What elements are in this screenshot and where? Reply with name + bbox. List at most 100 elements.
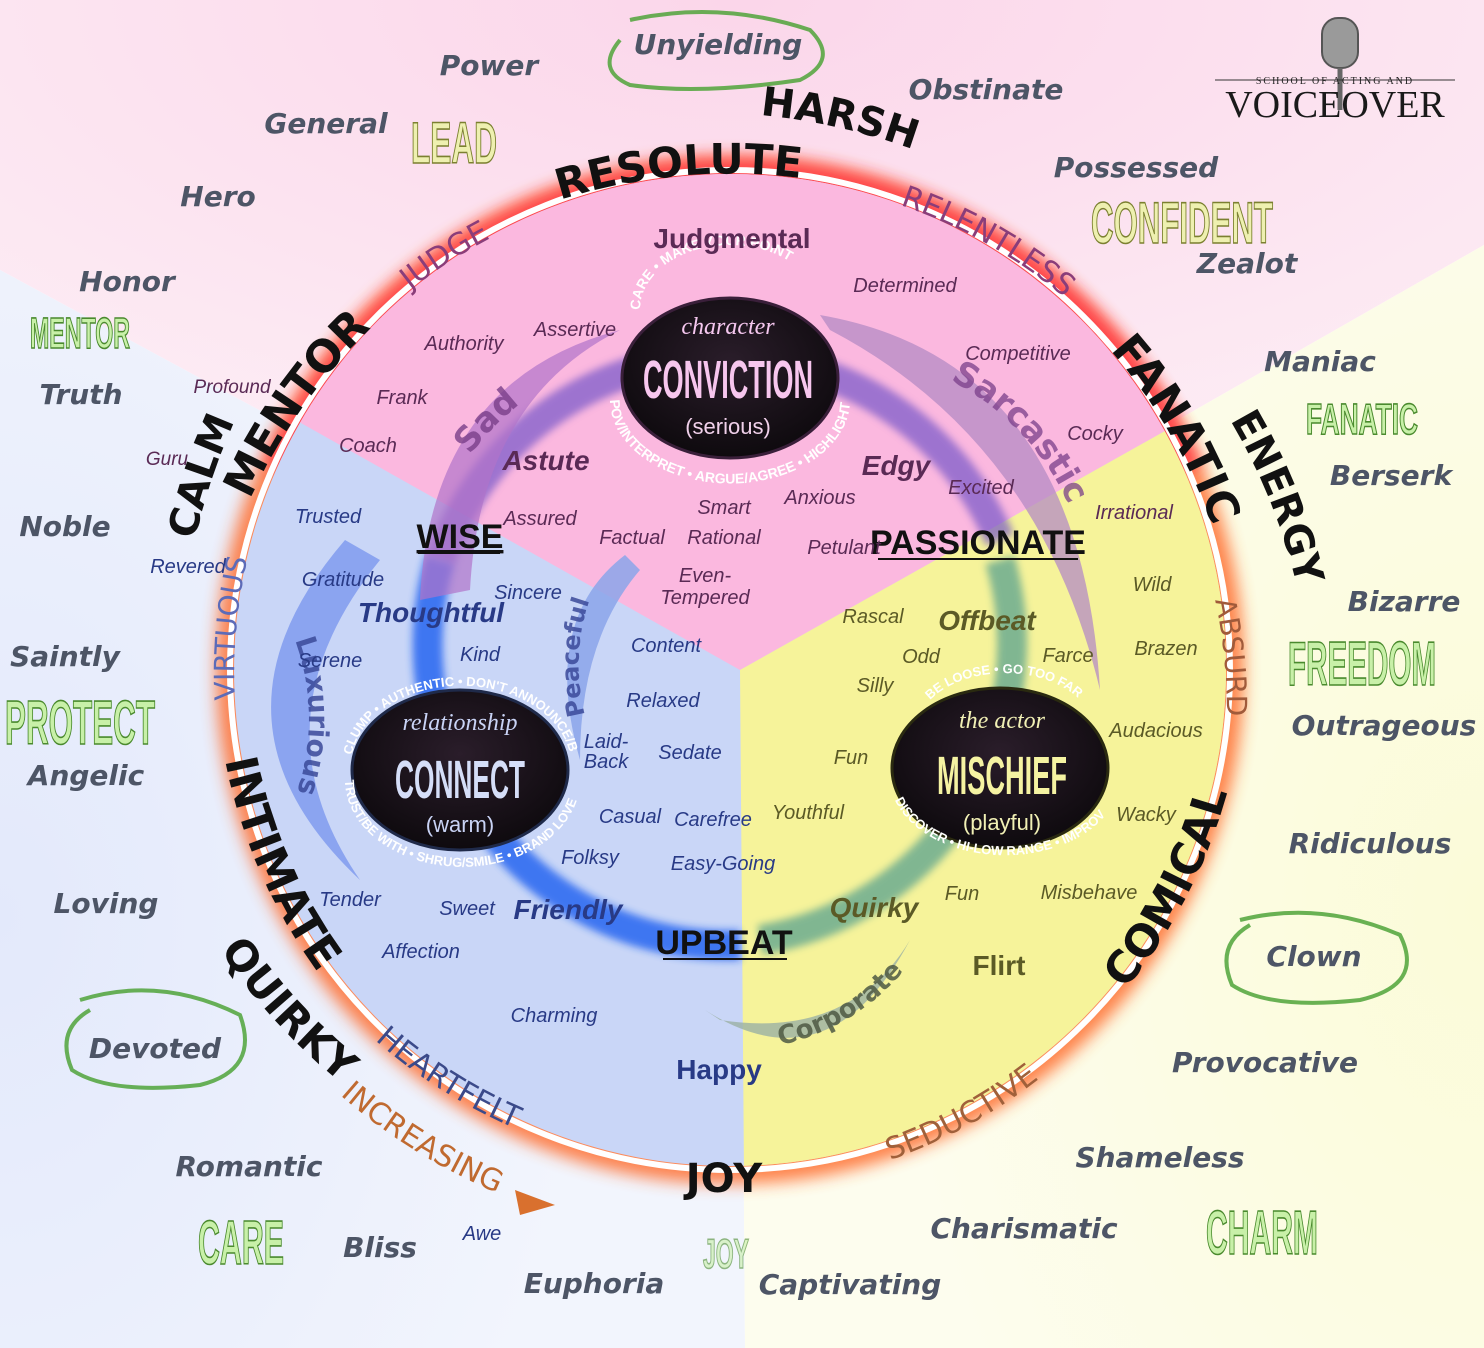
- inner-words-blue: Trusted Revered Gratitude Sincere Though…: [150, 506, 775, 1085]
- hub-mischief-sub: (playful): [963, 810, 1041, 835]
- word-zealot: Zealot: [1196, 247, 1299, 280]
- circle-clown: [1224, 910, 1409, 1005]
- word-audacious: Audacious: [1108, 720, 1202, 742]
- word-guru: Guru: [146, 449, 189, 470]
- word-anxious: Anxious: [783, 487, 855, 509]
- word-euphoria: Euphoria: [524, 1267, 665, 1300]
- big-word-joy: JOY: [703, 1230, 749, 1277]
- word-affection: Affection: [381, 941, 460, 963]
- word-kind: Kind: [460, 644, 501, 666]
- big-word-mentor: MENTOR: [30, 309, 130, 358]
- word-thoughtful: Thoughtful: [358, 597, 505, 628]
- word-youthful: Youthful: [772, 802, 845, 824]
- word-petulant: Petulant: [807, 537, 882, 559]
- hub-connect-sub: (warm): [426, 812, 494, 837]
- big-word-confident: CONFIDENT: [1091, 191, 1273, 256]
- word-friendly: Friendly: [514, 894, 624, 925]
- big-word-charm: CHARM: [1206, 1199, 1318, 1268]
- word-tender: Tender: [319, 889, 382, 911]
- big-word-freedom: FREEDOM: [1288, 630, 1436, 699]
- word-sincere: Sincere: [494, 582, 562, 604]
- word-honor: Honor: [79, 265, 177, 298]
- word-obstinate: Obstinate: [909, 73, 1064, 106]
- microphone-icon: [1321, 17, 1359, 69]
- word-outrageous: Outrageous: [1292, 709, 1477, 742]
- word-casual: Casual: [599, 806, 662, 828]
- word-laid-back-2: Back: [584, 751, 629, 773]
- word-wild: Wild: [1133, 574, 1173, 596]
- word-quirky: Quirky: [830, 892, 920, 923]
- hub-connect-top: relationship: [402, 710, 517, 736]
- section-label-upbeat: UPBEAT: [655, 924, 792, 962]
- big-word-care: CARE: [198, 1209, 284, 1278]
- word-fun: Fun: [834, 747, 868, 769]
- inner-words-yellow: Wild Rascal Offbeat Brazen Odd Farce Sil…: [772, 574, 1203, 981]
- word-cocky: Cocky: [1067, 423, 1124, 445]
- word-even-tempered-2: Tempered: [660, 587, 750, 609]
- word-gratitude: Gratitude: [302, 569, 384, 591]
- increasing-arrow-icon: [515, 1190, 555, 1215]
- section-labels: WISE PASSIONATE UPBEAT: [417, 518, 1086, 962]
- word-sedate: Sedate: [658, 742, 721, 764]
- section-label-wise: WISE: [417, 518, 504, 556]
- hub-mischief: the actor MISCHIEF (playful) BE LOOSE • …: [890, 661, 1110, 858]
- word-competitive: Competitive: [965, 343, 1071, 365]
- word-determined: Determined: [853, 275, 957, 297]
- word-misbehave: Misbehave: [1041, 882, 1138, 904]
- word-judgmental: Judgmental: [653, 223, 810, 254]
- word-bizarre: Bizarre: [1348, 585, 1461, 618]
- word-easy-going: Easy-Going: [671, 853, 776, 875]
- hub-connect-main: CONNECT: [395, 750, 525, 810]
- word-laid-back-1: Laid-: [584, 731, 629, 753]
- word-relaxed: Relaxed: [626, 690, 700, 712]
- word-even-tempered-1: Even-: [679, 565, 732, 587]
- logo: SCHOOL OF ACTING AND VOICEOVER: [1215, 17, 1455, 126]
- word-sweet: Sweet: [439, 898, 496, 920]
- word-rational: Rational: [687, 527, 761, 549]
- word-smart: Smart: [697, 497, 752, 519]
- word-hero: Hero: [180, 180, 255, 213]
- word-saintly: Saintly: [10, 640, 122, 673]
- word-charming: Charming: [511, 1005, 598, 1027]
- big-word-fanatic: FANATIC: [1306, 395, 1418, 444]
- word-brazen: Brazen: [1134, 638, 1197, 660]
- word-truth: Truth: [39, 378, 122, 411]
- word-possessed: Possessed: [1054, 151, 1219, 184]
- word-revered: Revered: [150, 556, 226, 578]
- hub-conviction-main: CONVICTION: [643, 350, 813, 410]
- arc-bands: [271, 315, 1100, 1038]
- word-angelic: Angelic: [26, 759, 145, 792]
- inner-words-pink: Judgmental Determined Authority Assertiv…: [146, 223, 1174, 609]
- word-captivating: Captivating: [759, 1268, 942, 1301]
- word-noble: Noble: [19, 510, 110, 543]
- word-charismatic: Charismatic: [930, 1212, 1118, 1245]
- word-power: Power: [440, 49, 541, 82]
- word-bliss: Bliss: [343, 1231, 417, 1264]
- word-devoted: Devoted: [89, 1032, 222, 1065]
- word-profound: Profound: [193, 377, 272, 398]
- section-label-passionate: PASSIONATE: [870, 524, 1086, 562]
- logo-small-text: SCHOOL OF ACTING AND: [1256, 76, 1414, 87]
- word-trusted: Trusted: [295, 506, 362, 528]
- word-clown: Clown: [1266, 940, 1361, 973]
- word-ridiculous: Ridiculous: [1289, 827, 1452, 860]
- word-edgy: Edgy: [862, 450, 932, 481]
- word-excited: Excited: [948, 477, 1014, 499]
- circle-devoted: [64, 988, 247, 1090]
- word-happy: Happy: [676, 1054, 762, 1085]
- word-farce: Farce: [1042, 645, 1093, 667]
- hub-conviction-top: character: [681, 314, 775, 340]
- word-flirt: Flirt: [973, 950, 1026, 981]
- circle-unyielding: [607, 10, 825, 91]
- ring-label-joy: JOY: [683, 1156, 763, 1202]
- outer-ring: [216, 156, 1244, 1184]
- word-coach: Coach: [339, 435, 397, 457]
- word-awe: Awe: [462, 1223, 502, 1245]
- hub-mischief-main: MISCHIEF: [937, 746, 1067, 806]
- word-shameless: Shameless: [1075, 1141, 1244, 1174]
- hub-mischief-top: the actor: [959, 708, 1046, 734]
- word-irrational: Irrational: [1095, 502, 1173, 524]
- word-offbeat: Offbeat: [938, 605, 1037, 636]
